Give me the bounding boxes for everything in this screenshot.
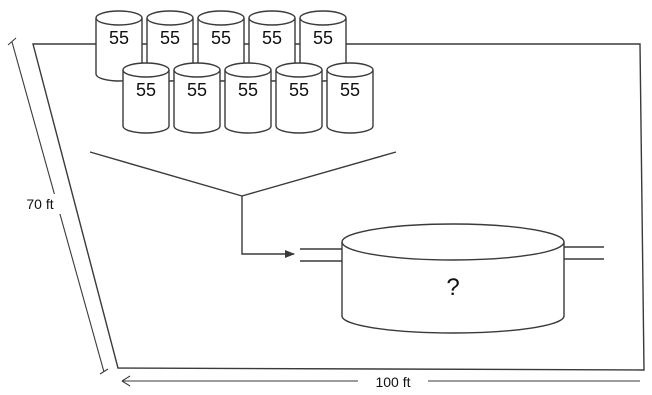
drum-top: [146, 10, 194, 26]
drum-label: 55: [289, 80, 309, 100]
drum-top: [248, 10, 296, 26]
drum-label: 55: [109, 28, 129, 48]
drum-label: 55: [238, 80, 258, 100]
drum: 55: [275, 62, 323, 134]
depth-label-bg: [18, 194, 62, 214]
drum-top: [173, 62, 221, 78]
drum-top: [95, 10, 143, 26]
width-label-bg: [358, 372, 428, 392]
drum-body: [275, 70, 323, 134]
tank-body: [341, 242, 565, 334]
tank-top: [341, 223, 565, 261]
drum: 55: [122, 62, 170, 134]
drum-top: [122, 62, 170, 78]
drum-body: [224, 70, 272, 134]
floor-plane: [32, 43, 645, 371]
drum-body: [326, 70, 374, 134]
tank-label: ?: [446, 274, 459, 301]
tank: ?: [341, 223, 565, 334]
drum-top: [299, 10, 347, 26]
drum-label: 55: [262, 28, 282, 48]
drum-label: 55: [187, 80, 207, 100]
drum: 55: [173, 62, 221, 134]
drum-top: [326, 62, 374, 78]
drum-label: 55: [160, 28, 180, 48]
depth-label: 70 ft: [26, 196, 53, 212]
drum-body: [122, 70, 170, 134]
drum: 55: [224, 62, 272, 134]
drum-label: 55: [211, 28, 231, 48]
drum-label: 55: [136, 80, 156, 100]
drum-body: [173, 70, 221, 134]
collection-funnel: [89, 151, 397, 258]
drum-top: [275, 62, 323, 78]
tank-pipes: [300, 246, 604, 262]
drum-label: 55: [340, 80, 360, 100]
drum: 55: [326, 62, 374, 134]
depth-dimension: 70 ft: [7, 37, 109, 375]
width-label: 100 ft: [375, 374, 410, 390]
width-dimension: 100 ft: [121, 372, 640, 392]
drum-label: 55: [313, 28, 333, 48]
drum-top: [197, 10, 245, 26]
flow-arrow: [241, 196, 295, 258]
drum-group: 55 55 55 55 55 55 55 55 55 55: [95, 10, 374, 134]
drum-top: [224, 62, 272, 78]
